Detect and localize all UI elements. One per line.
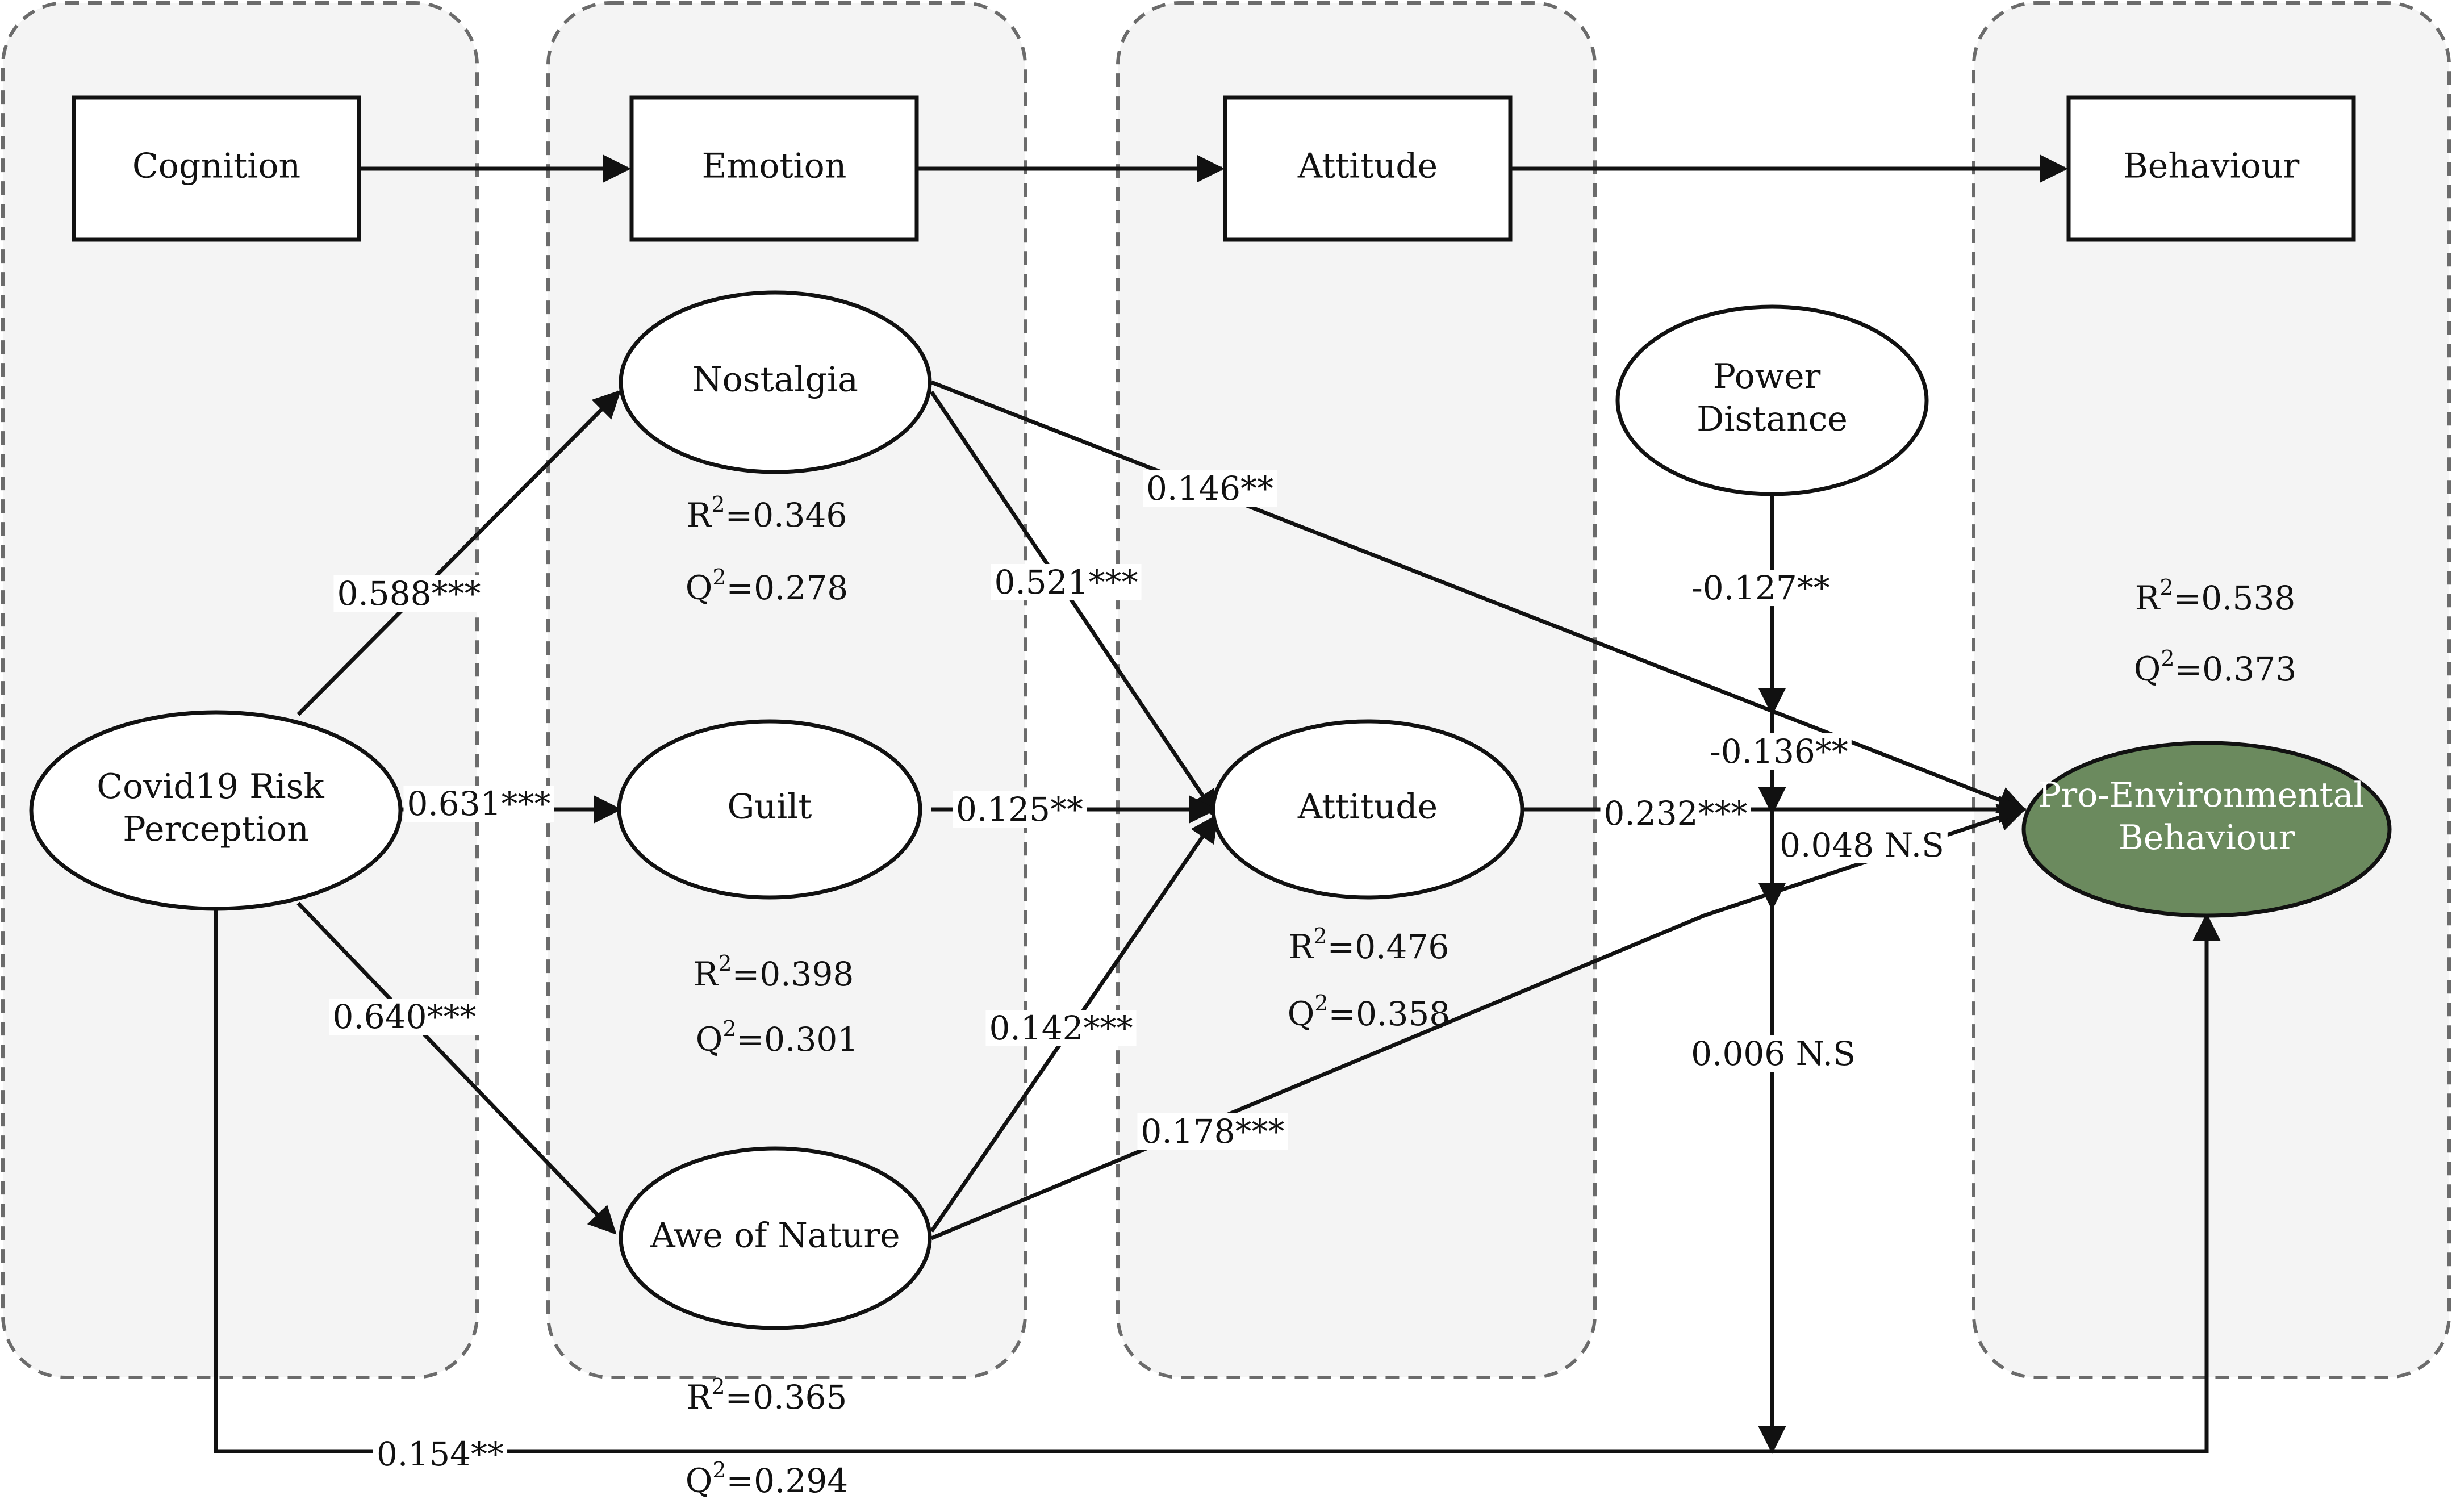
stat-awe-q2: Q2=0.294: [686, 1457, 848, 1500]
path-nostalgia-attitude: [930, 391, 1218, 819]
coef-risk-guilt-bg: [403, 786, 554, 822]
panel-attitude: [1116, 1, 1597, 1379]
coef-risk-nostalgia-bg: [333, 575, 484, 612]
coef-risk-awe: 0.640***: [332, 997, 476, 1036]
coef-nostalgia-peb: 0.146**: [1146, 469, 1273, 508]
path-coefficients: 0.588*** 0.631*** 0.640*** 0.521*** 0.12…: [329, 469, 1948, 1473]
stat-peb-r2: R2=0.538: [2135, 575, 2296, 617]
coef-attitude-peb-bg: [1600, 795, 1751, 832]
coef-risk-guilt: 0.631***: [407, 784, 550, 823]
svg-text:Power Distance: Power Distance: [1697, 357, 1848, 439]
node-peb-line2: Behaviour: [2119, 818, 2295, 858]
coef-power-moderator: -0.127**: [1691, 569, 1830, 607]
stat-guilt-q2: Q2=0.301: [696, 1016, 858, 1059]
coef-awe-attitude: 0.142***: [989, 1009, 1133, 1047]
stat-nostalgia-q2: Q2=0.278: [686, 565, 848, 607]
stage-box-behaviour: [2066, 95, 2356, 242]
coef-guilt-attitude: 0.125**: [956, 790, 1083, 829]
panel-behaviour: [1972, 1, 2451, 1379]
node-power-distance-line2: Distance: [1697, 399, 1848, 439]
node-power-distance-line1: Power: [1713, 357, 1821, 396]
coef-nostalgia-attitude: 0.521***: [994, 563, 1138, 602]
coef-power-moderator-bg: [1688, 570, 1833, 607]
stage-box-attitude: [1223, 95, 1513, 242]
node-attitude: [1211, 719, 1524, 900]
node-risk-perception-line2: Perception: [123, 809, 308, 849]
stage-label-attitude: Attitude: [1297, 147, 1438, 186]
svg-text:Pro-Environmental Behavi: Pro-Environmental Behaviour: [2038, 775, 2375, 858]
node-attitude-label: Attitude: [1297, 787, 1438, 827]
node-guilt: [617, 719, 922, 900]
coef-awe-attitude-bg: [985, 1010, 1137, 1047]
node-power-distance: [1615, 304, 1929, 496]
coef-awe-peb: 0.178***: [1141, 1112, 1284, 1151]
stage-headers: Cognition Emotion Attitude Behaviour: [72, 95, 2356, 242]
coef-moderation-2-bg: [1776, 827, 1948, 864]
node-peb-line1: Pro-Environmental: [2038, 775, 2365, 815]
coef-risk-peb: 0.154**: [377, 1435, 504, 1473]
coef-risk-nostalgia: 0.588***: [337, 574, 481, 613]
stat-nostalgia-r2: R2=0.346: [687, 492, 847, 534]
node-awe-of-nature: [619, 1146, 932, 1330]
stat-attitude-r2: R2=0.476: [1289, 924, 1450, 966]
path-risk-awe: [296, 901, 617, 1235]
node-risk-perception-line1: Covid19 Risk: [97, 767, 324, 807]
stat-awe-r2: R2=0.365: [687, 1374, 847, 1417]
coef-risk-awe-bg: [329, 999, 480, 1035]
node-risk-perception: [29, 710, 403, 911]
coef-moderation-3: 0.006 N.S: [1691, 1034, 1856, 1073]
coef-moderation-2: 0.048 N.S: [1780, 826, 1944, 864]
node-guilt-label: Guilt: [727, 787, 812, 827]
coef-awe-peb-bg: [1137, 1113, 1288, 1150]
stage-label-cognition: Cognition: [132, 147, 300, 186]
coef-moderation-1-bg: [1706, 733, 1852, 770]
node-pro-environmental-behaviour: [2021, 741, 2392, 918]
construct-nodes: Covid19 Risk Perception Nostalgia Guilt …: [29, 290, 2392, 1330]
stage-label-emotion: Emotion: [702, 147, 847, 186]
node-awe-of-nature-label: Awe of Nature: [650, 1216, 900, 1256]
coef-moderation-3-bg: [1687, 1035, 1859, 1072]
path-risk-nostalgia: [296, 390, 621, 716]
stat-guilt-r2: R2=0.398: [694, 951, 854, 993]
coef-attitude-peb: 0.232***: [1603, 794, 1747, 833]
fit-statistics: R2=0.346 Q2=0.278 R2=0.398 Q2=0.301 R2=0…: [686, 492, 2296, 1500]
svg-text:Covid19 Risk Perception: Covid19 Risk Perception: [97, 767, 335, 849]
stat-attitude-q2: Q2=0.358: [1288, 991, 1450, 1033]
coef-risk-peb-bg: [373, 1436, 508, 1473]
path-risk-peb: [214, 907, 2221, 1453]
stage-box-cognition: [72, 95, 361, 242]
coef-nostalgia-attitude-bg: [991, 564, 1142, 601]
stat-peb-q2: Q2=0.373: [2134, 646, 2296, 688]
stage-label-behaviour: Behaviour: [2123, 147, 2300, 186]
node-nostalgia-label: Nostalgia: [692, 360, 858, 400]
coef-guilt-attitude-bg: [952, 791, 1087, 828]
coef-moderation-1: -0.136**: [1710, 732, 1848, 771]
node-nostalgia: [619, 290, 932, 474]
coef-nostalgia-peb-bg: [1142, 470, 1277, 507]
